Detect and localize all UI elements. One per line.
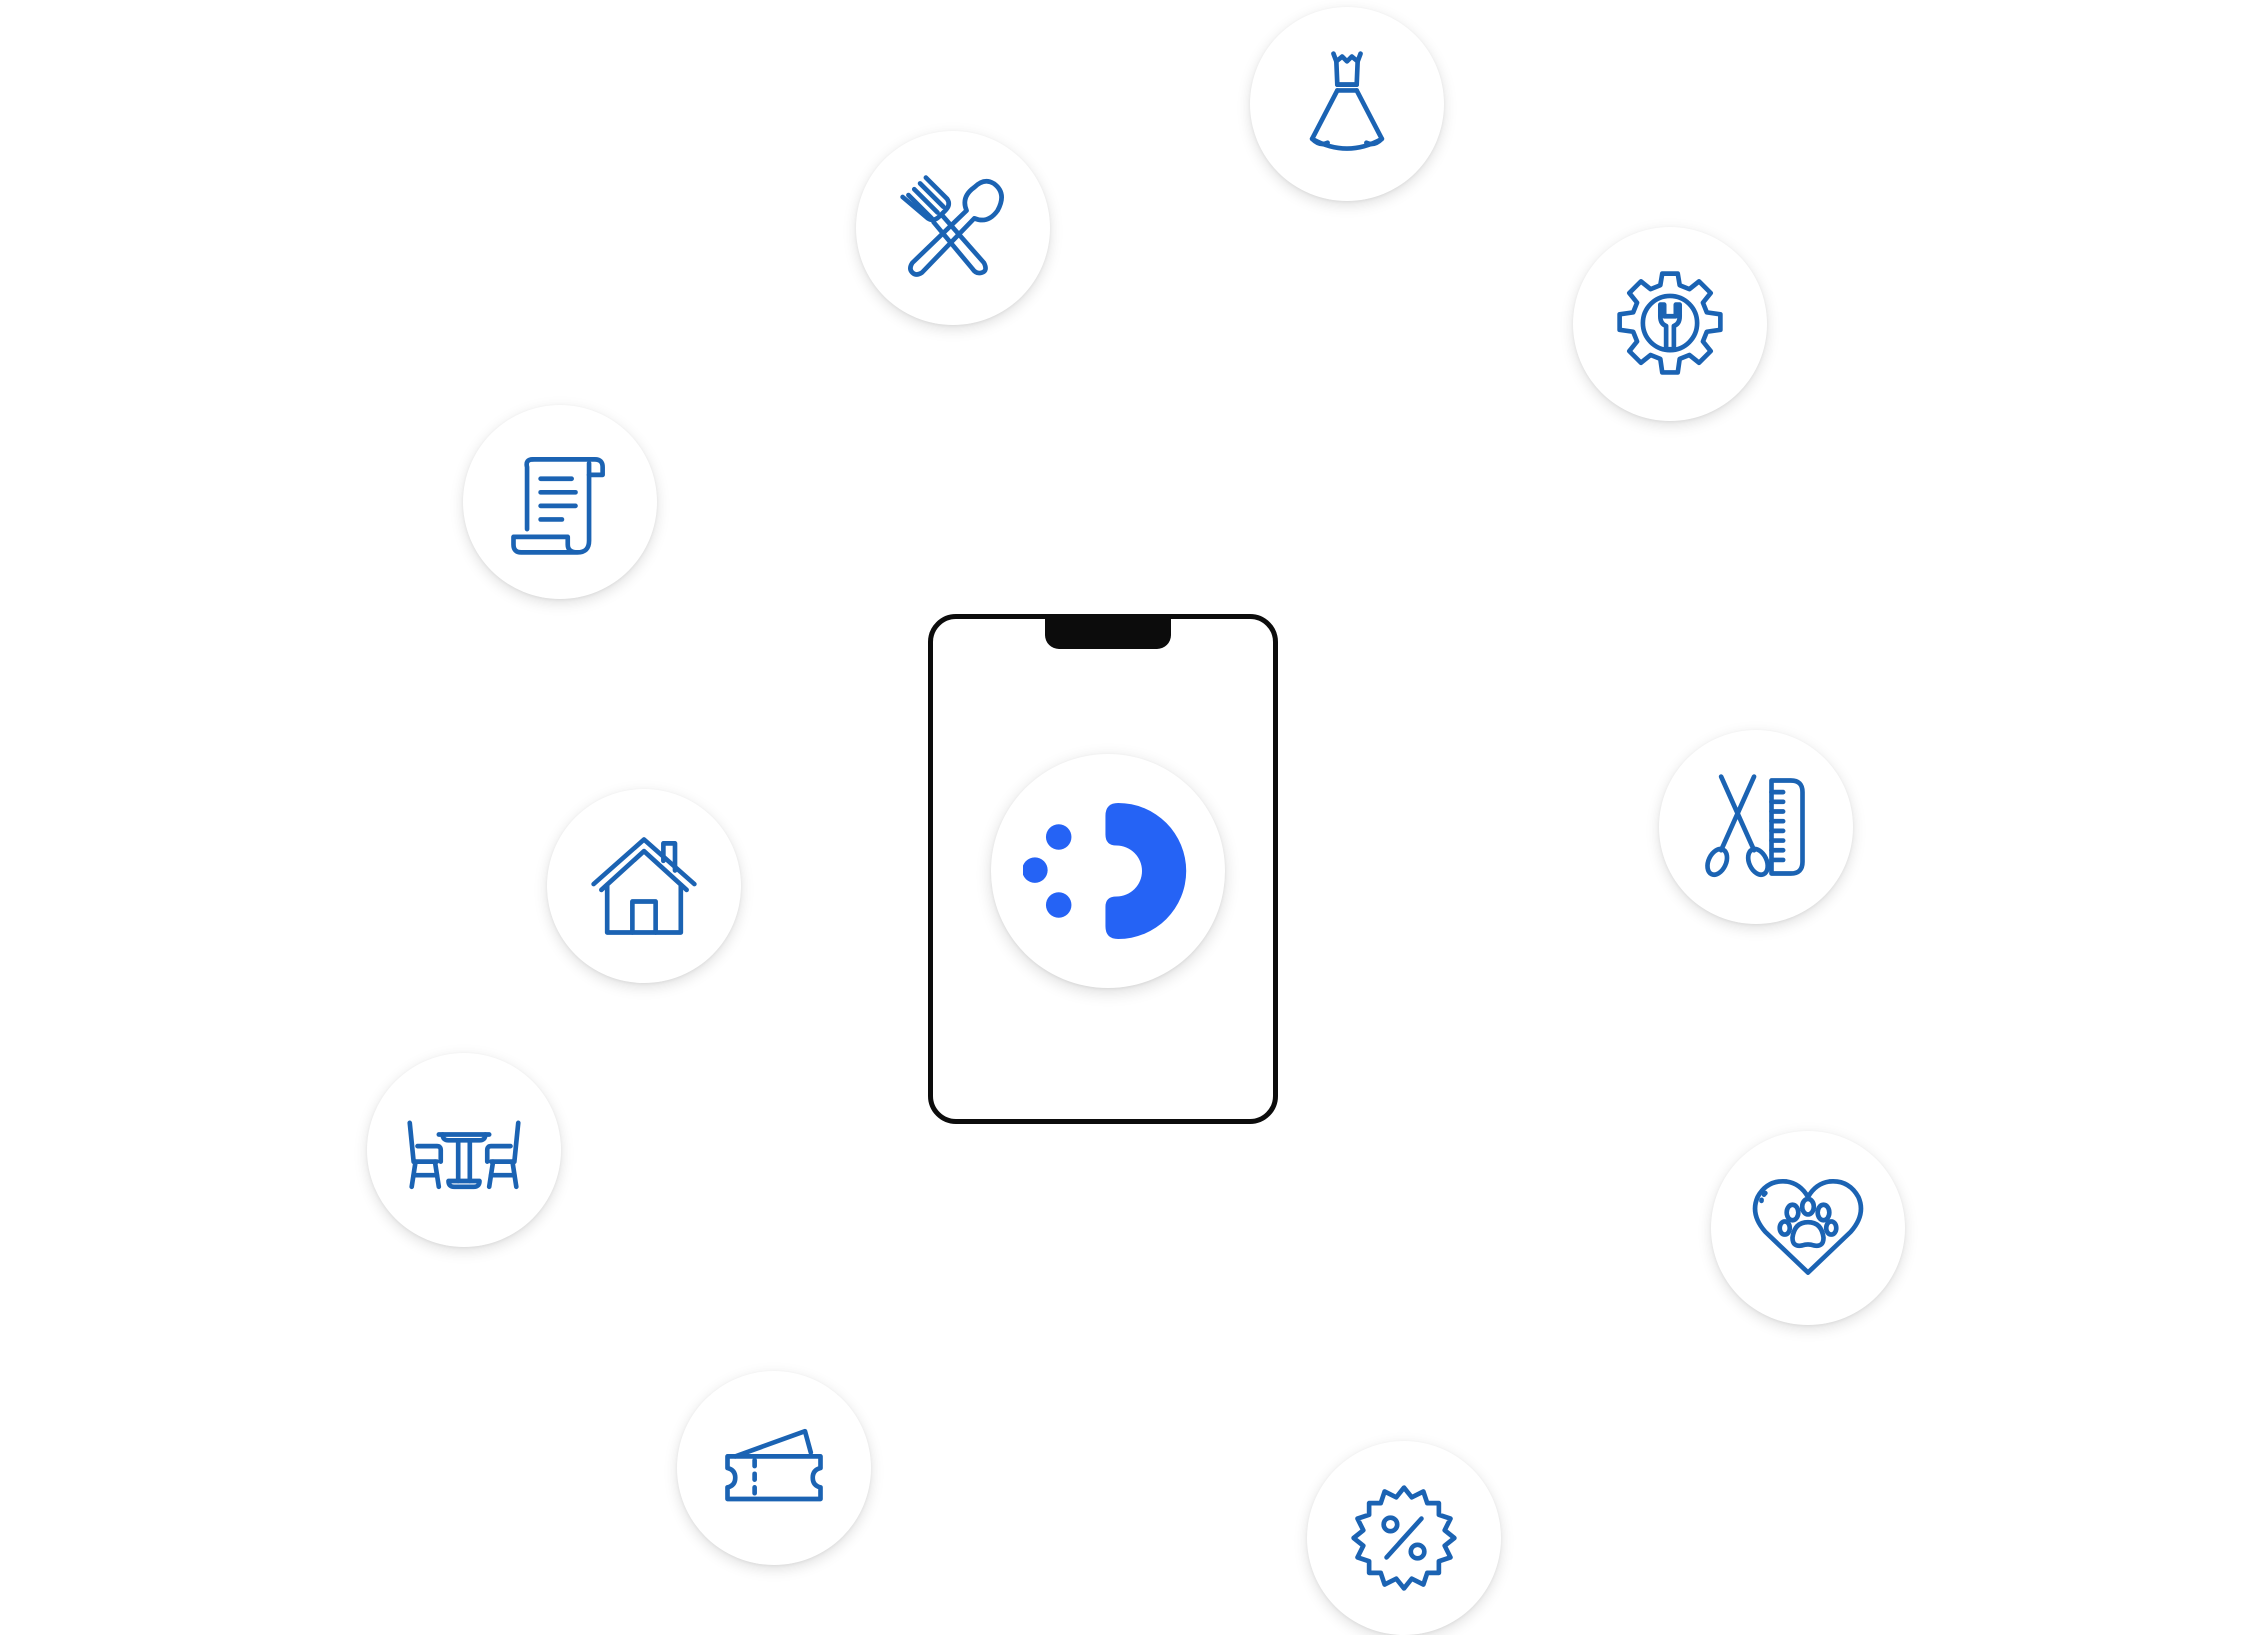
cafe-table-chairs-icon	[407, 1120, 521, 1190]
dress-icon	[1309, 51, 1385, 151]
category-circle-dress	[1250, 7, 1444, 201]
ticket-icon	[725, 1428, 823, 1502]
category-circle-events	[677, 1371, 871, 1565]
category-circle-discounts	[1307, 1441, 1501, 1635]
house-icon	[591, 837, 697, 935]
category-circle-pet-care	[1711, 1131, 1905, 1325]
fork-spoon-icon	[900, 175, 1004, 277]
brand-logo-dots-icon	[1023, 803, 1187, 939]
discount-badge-icon	[1351, 1485, 1457, 1591]
category-circle-barber	[1659, 730, 1853, 924]
scissors-comb-icon	[1705, 774, 1805, 878]
category-circle-real-estate	[547, 789, 741, 983]
paw-heart-icon	[1752, 1178, 1864, 1275]
device-notch	[1045, 614, 1171, 649]
brand-logo-circle	[991, 754, 1225, 988]
category-circle-invoices	[463, 405, 657, 599]
category-circle-dining	[856, 131, 1050, 325]
category-circle-auto-service	[1573, 227, 1767, 421]
category-circle-restaurant	[367, 1053, 561, 1247]
receipt-scroll-icon	[511, 457, 605, 555]
gear-wrench-icon	[1617, 271, 1723, 375]
